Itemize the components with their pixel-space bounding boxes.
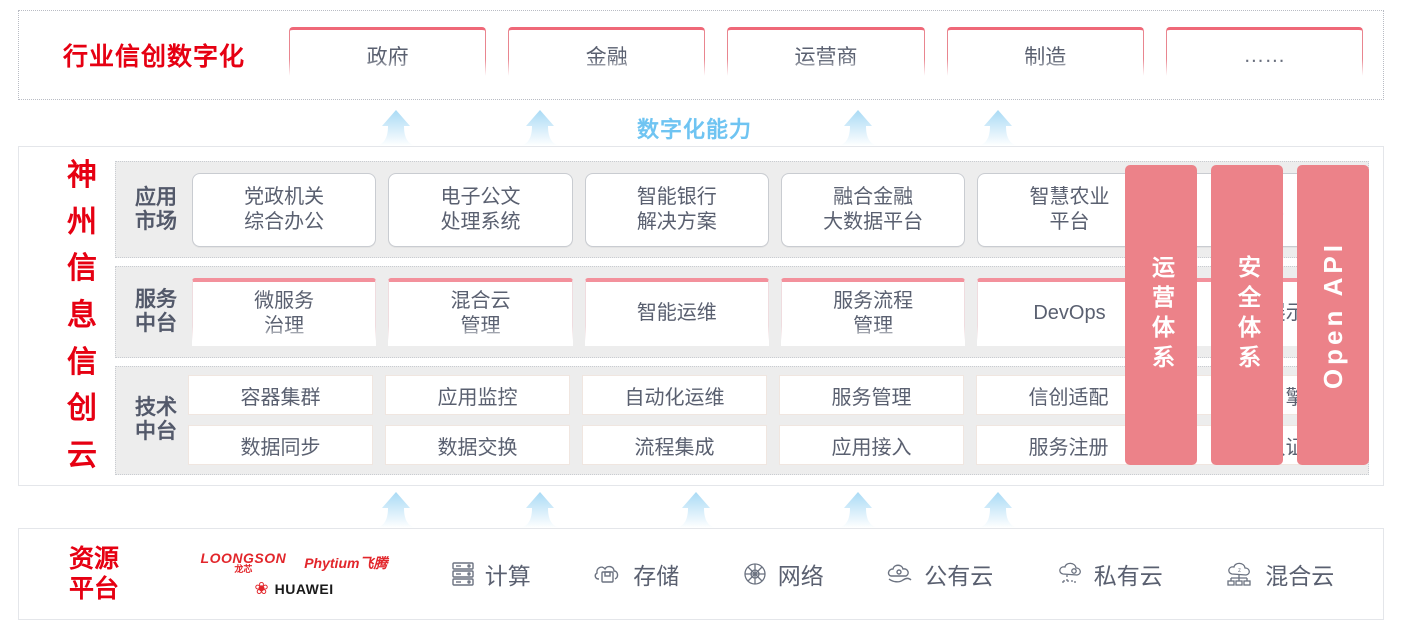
cloud-platform-panel: 神 州 信 息 信 创 云 应用 市场 党政机关综合办公 电子公文处理系统 智能… [18,146,1384,486]
app-card-edoc-system[interactable]: 电子公文处理系统 [388,172,573,247]
up-arrow-icon [674,490,718,530]
hybrid-cloud-icon: z [1224,560,1256,588]
industry-card-label: 金融 [585,46,628,69]
up-arrow-icon [836,490,880,530]
cloud-storage-icon [592,561,624,587]
up-arrow-icon [374,490,418,530]
huawei-logo: ❀ HUAWEI [254,579,334,598]
resource-item-label: 存储 [633,563,680,589]
service-card-microservice-governance[interactable]: 微服务治理 [192,278,377,347]
tech-card-container-cluster[interactable]: 容器集群 [188,375,373,416]
cloud-rows: 应用 市场 党政机关综合办公 电子公文处理系统 智能银行解决方案 融合金融大数据… [115,161,1369,475]
industry-card-label: 政府 [366,46,409,69]
up-arrow-icon [518,490,562,530]
industry-card-list: 政府 金融 运营商 制造 …… [289,27,1383,83]
cloud-title-char: 州 [67,205,97,239]
cloud-title-char: 创 [67,392,97,426]
up-arrow-icon [374,108,418,148]
up-arrow-icon [836,108,880,148]
app-card-govt-office[interactable]: 党政机关综合办公 [192,172,377,247]
svg-text:z: z [1238,568,1241,574]
service-card-hybrid-cloud-mgmt[interactable]: 混合云管理 [388,278,573,347]
huawei-petal-icon: ❀ [254,579,269,598]
capability-arrow-row: 数字化能力 [0,104,1402,148]
resource-item-private-cloud[interactable]: 私有云 [1055,557,1163,591]
cloud-title-char: 信 [67,345,97,379]
public-cloud-icon [885,561,915,587]
resource-item-label: 混合云 [1265,563,1335,589]
service-card-smart-ops[interactable]: 智能运维 [584,278,770,347]
resource-platform-panel: 资源 平台 LOONGSON 龙芯 Phytium飞腾 ❀ HUAWEI [18,528,1384,620]
service-platform-label: 服务 中台 [135,287,177,336]
industry-card-operator[interactable]: 运营商 [727,27,925,83]
pillar-security-system[interactable]: 安全体系 [1211,165,1283,465]
technical-platform-label: 技术 中台 [135,396,177,444]
phytium-logo: Phytium飞腾 [304,554,388,571]
technical-card-row: 容器集群 应用监控 自动化运维 服务管理 信创适配 流程引擎 [188,375,1358,416]
tech-card-automated-ops[interactable]: 自动化运维 [582,375,767,416]
tech-card-service-mgmt[interactable]: 服务管理 [779,375,964,416]
industry-card-finance[interactable]: 金融 [508,27,706,83]
capability-label: 数字化能力 [637,117,753,142]
industry-card-manufacturing[interactable]: 制造 [946,27,1145,83]
cloud-title-char: 信 [67,252,97,286]
up-arrow-icon [976,108,1020,148]
industry-card-label: …… [1243,44,1286,67]
resource-item-list: 计算 存储 网络 [419,557,1383,591]
pillar-group: 运营体系 安全体系 Open API [1125,165,1369,465]
technical-card-grid: 容器集群 应用监控 自动化运维 服务管理 信创适配 流程引擎 数据同步 数据交换… [188,375,1358,466]
technical-platform-band: 技术 中台 容器集群 应用监控 自动化运维 服务管理 信创适配 流程引擎 数据同… [115,365,1369,475]
resource-item-storage[interactable]: 存储 [592,557,679,591]
loongson-logo: LOONGSON 龙芯 [200,550,287,574]
resource-arrow-row [0,486,1402,530]
pillar-label: Open API [1318,240,1348,390]
tech-card-process-integration[interactable]: 流程集成 [582,425,767,466]
industry-card-label: 运营商 [794,46,858,69]
industry-band: 行业信创数字化 政府 金融 运营商 制造 …… [18,10,1384,100]
tech-card-data-sync[interactable]: 数据同步 [188,425,373,466]
vendor-logo-group: LOONGSON 龙芯 Phytium飞腾 ❀ HUAWEI [169,551,419,597]
vendor-logo-row: LOONGSON 龙芯 Phytium飞腾 [201,551,388,574]
resource-item-label: 计算 [484,563,531,589]
cloud-title-char: 神 [67,159,97,192]
pillar-open-api[interactable]: Open API [1297,165,1369,465]
industry-band-title: 行业信创数字化 [62,43,245,71]
pillar-label: 运营体系 [1148,255,1175,375]
pillar-operations-system[interactable]: 运营体系 [1125,165,1197,465]
app-card-finance-bigdata[interactable]: 融合金融大数据平台 [780,172,966,247]
application-market-label: 应用 市场 [135,185,177,233]
tech-card-data-exchange[interactable]: 数据交换 [385,425,570,466]
tech-card-app-access[interactable]: 应用接入 [779,425,964,466]
app-card-smart-bank[interactable]: 智能银行解决方案 [584,172,769,247]
resource-item-compute[interactable]: 计算 [450,557,531,591]
cloud-title-char: 云 [67,438,97,472]
industry-card-label: 制造 [1024,46,1067,69]
private-cloud-icon [1055,560,1085,588]
up-arrow-icon [976,490,1020,530]
service-card-process-mgmt[interactable]: 服务流程管理 [780,278,966,347]
resource-platform-title: 资源 平台 [68,545,119,603]
cloud-platform-title: 神 州 信 息 信 创 云 [49,161,115,471]
industry-card-more[interactable]: …… [1165,27,1364,83]
industry-card-government[interactable]: 政府 [289,27,487,83]
resource-item-hybrid-cloud[interactable]: z 混合云 [1224,557,1334,591]
resource-item-label: 公有云 [924,563,994,589]
resource-item-network[interactable]: 网络 [741,557,824,591]
network-icon [741,560,769,588]
cloud-title-char: 息 [67,298,97,332]
up-arrow-icon [518,108,562,148]
server-icon [450,560,476,588]
tech-card-app-monitoring[interactable]: 应用监控 [385,375,570,416]
resource-item-label: 网络 [777,563,824,589]
vendor-logo-row: ❀ HUAWEI [254,580,333,597]
resource-item-label: 私有云 [1093,563,1163,589]
resource-item-public-cloud[interactable]: 公有云 [885,557,993,591]
pillar-label: 安全体系 [1234,255,1261,375]
